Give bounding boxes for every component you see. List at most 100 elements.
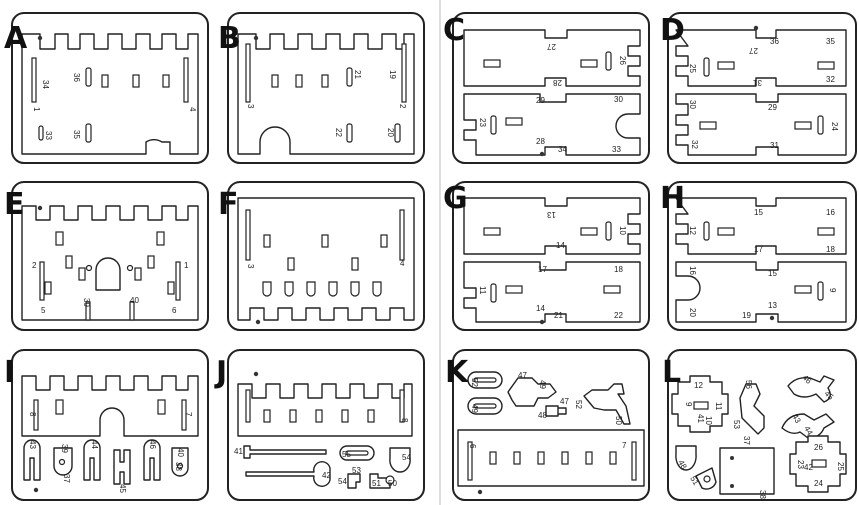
panel-letter: K [445, 355, 470, 390]
part-number: 20 [688, 308, 697, 317]
figure-k2 [583, 383, 631, 425]
peg-hole [176, 462, 184, 470]
window-e8 [167, 281, 175, 295]
door-panel-l [719, 447, 775, 495]
clip-j1 [347, 473, 361, 489]
part-number: 25 [688, 64, 697, 73]
slot-k2 [631, 441, 637, 481]
panel-letter: B [218, 21, 241, 56]
pin-dot [753, 25, 759, 31]
branch-l [739, 383, 765, 435]
slot-e2 [175, 261, 181, 301]
slot-d1 [703, 57, 710, 77]
part-number: 2 [32, 261, 37, 270]
window-i1 [55, 399, 64, 415]
link-slot [345, 450, 369, 456]
part-number: 47 [518, 371, 527, 380]
part-number: 46 [148, 440, 157, 449]
window-j4 [341, 409, 349, 423]
window-j1 [263, 409, 271, 423]
part-number: 53 [732, 420, 741, 429]
part-number: 19 [742, 311, 751, 320]
window-b2 [295, 74, 303, 88]
slot-c1 [605, 51, 612, 71]
link-slot [473, 403, 497, 409]
part-number: 38 [174, 462, 183, 471]
pin-dot [253, 35, 259, 41]
side-g-bottom [463, 261, 641, 323]
part-number: 34 [558, 145, 567, 154]
part-number: 44 [90, 440, 99, 449]
dino-l2 [781, 413, 835, 439]
pin-dot [539, 319, 545, 325]
window-e3 [65, 255, 73, 269]
part-number: 35 [826, 37, 835, 46]
tab-slot [372, 281, 382, 297]
panel-letter: F [218, 187, 239, 222]
panel-letter: A [4, 21, 28, 56]
slot-h2 [817, 281, 824, 301]
part-number: 6 [468, 444, 477, 449]
slot-j1 [245, 389, 251, 423]
part-number: 48 [538, 411, 547, 420]
slot-j2 [399, 389, 405, 423]
part-number: 52 [470, 378, 479, 387]
dino-l1 [787, 375, 835, 403]
slot-e3 [85, 301, 91, 321]
part-number: 47 [560, 397, 569, 406]
shield-l1 [675, 445, 697, 471]
part-number: 11 [478, 286, 487, 295]
slot-a3 [85, 67, 92, 87]
part-number: 49 [470, 404, 479, 413]
part-number: 36 [770, 37, 779, 46]
part-number: 6 [172, 306, 177, 315]
window-k6 [609, 451, 617, 465]
window-g4 [603, 285, 621, 294]
window-d1 [717, 61, 735, 70]
window-k1 [489, 451, 497, 465]
panel-letter: C [443, 13, 465, 48]
panel-l: L 12 9 41 10 11 56 53 37 46 45 43 44 48 … [662, 349, 857, 501]
part-number: 50 [388, 479, 397, 488]
panel-i: I 8 7 43 39 37 44 45 46 40 38 [4, 349, 209, 501]
pin-dot [37, 205, 43, 211]
part-number: 26 [814, 443, 823, 452]
part-number: 52 [574, 400, 583, 409]
pin-dot [477, 489, 483, 495]
slot-b5 [394, 123, 401, 143]
side-d-bottom [675, 93, 847, 156]
part-number: 16 [826, 208, 835, 217]
window-d2 [817, 61, 835, 70]
part-number: 10 [704, 416, 713, 425]
window-b1 [271, 74, 279, 88]
part-number: 35 [72, 130, 81, 139]
slot-g2 [490, 283, 497, 303]
pin-dot [33, 487, 39, 493]
part-number: 26 [618, 56, 627, 65]
part-number: 30 [614, 95, 623, 104]
tab-slot [262, 281, 272, 297]
pin-dot [769, 315, 775, 321]
window-a3 [162, 74, 170, 88]
part-number: 13 [547, 210, 556, 219]
window-c2 [580, 59, 598, 68]
window-h2 [817, 227, 835, 236]
part-number: 21 [353, 70, 362, 79]
part-number: 39 [60, 444, 69, 453]
side-g-top [463, 197, 641, 255]
link-slot [473, 377, 497, 383]
slot-e4 [129, 301, 135, 321]
panel-letter: H [660, 181, 685, 216]
side-c-bottom [463, 93, 641, 156]
slot-a1 [31, 57, 37, 103]
window-j2 [289, 409, 297, 423]
window-d4 [794, 121, 812, 130]
part-number: 17 [538, 265, 547, 274]
part-number: 9 [684, 402, 693, 407]
window-k3 [537, 451, 545, 465]
part-number: 27 [749, 46, 758, 55]
part-number: 4 [188, 107, 197, 112]
figure-k1 [507, 377, 557, 407]
part-number: 51 [372, 479, 381, 488]
window-k2 [513, 451, 521, 465]
